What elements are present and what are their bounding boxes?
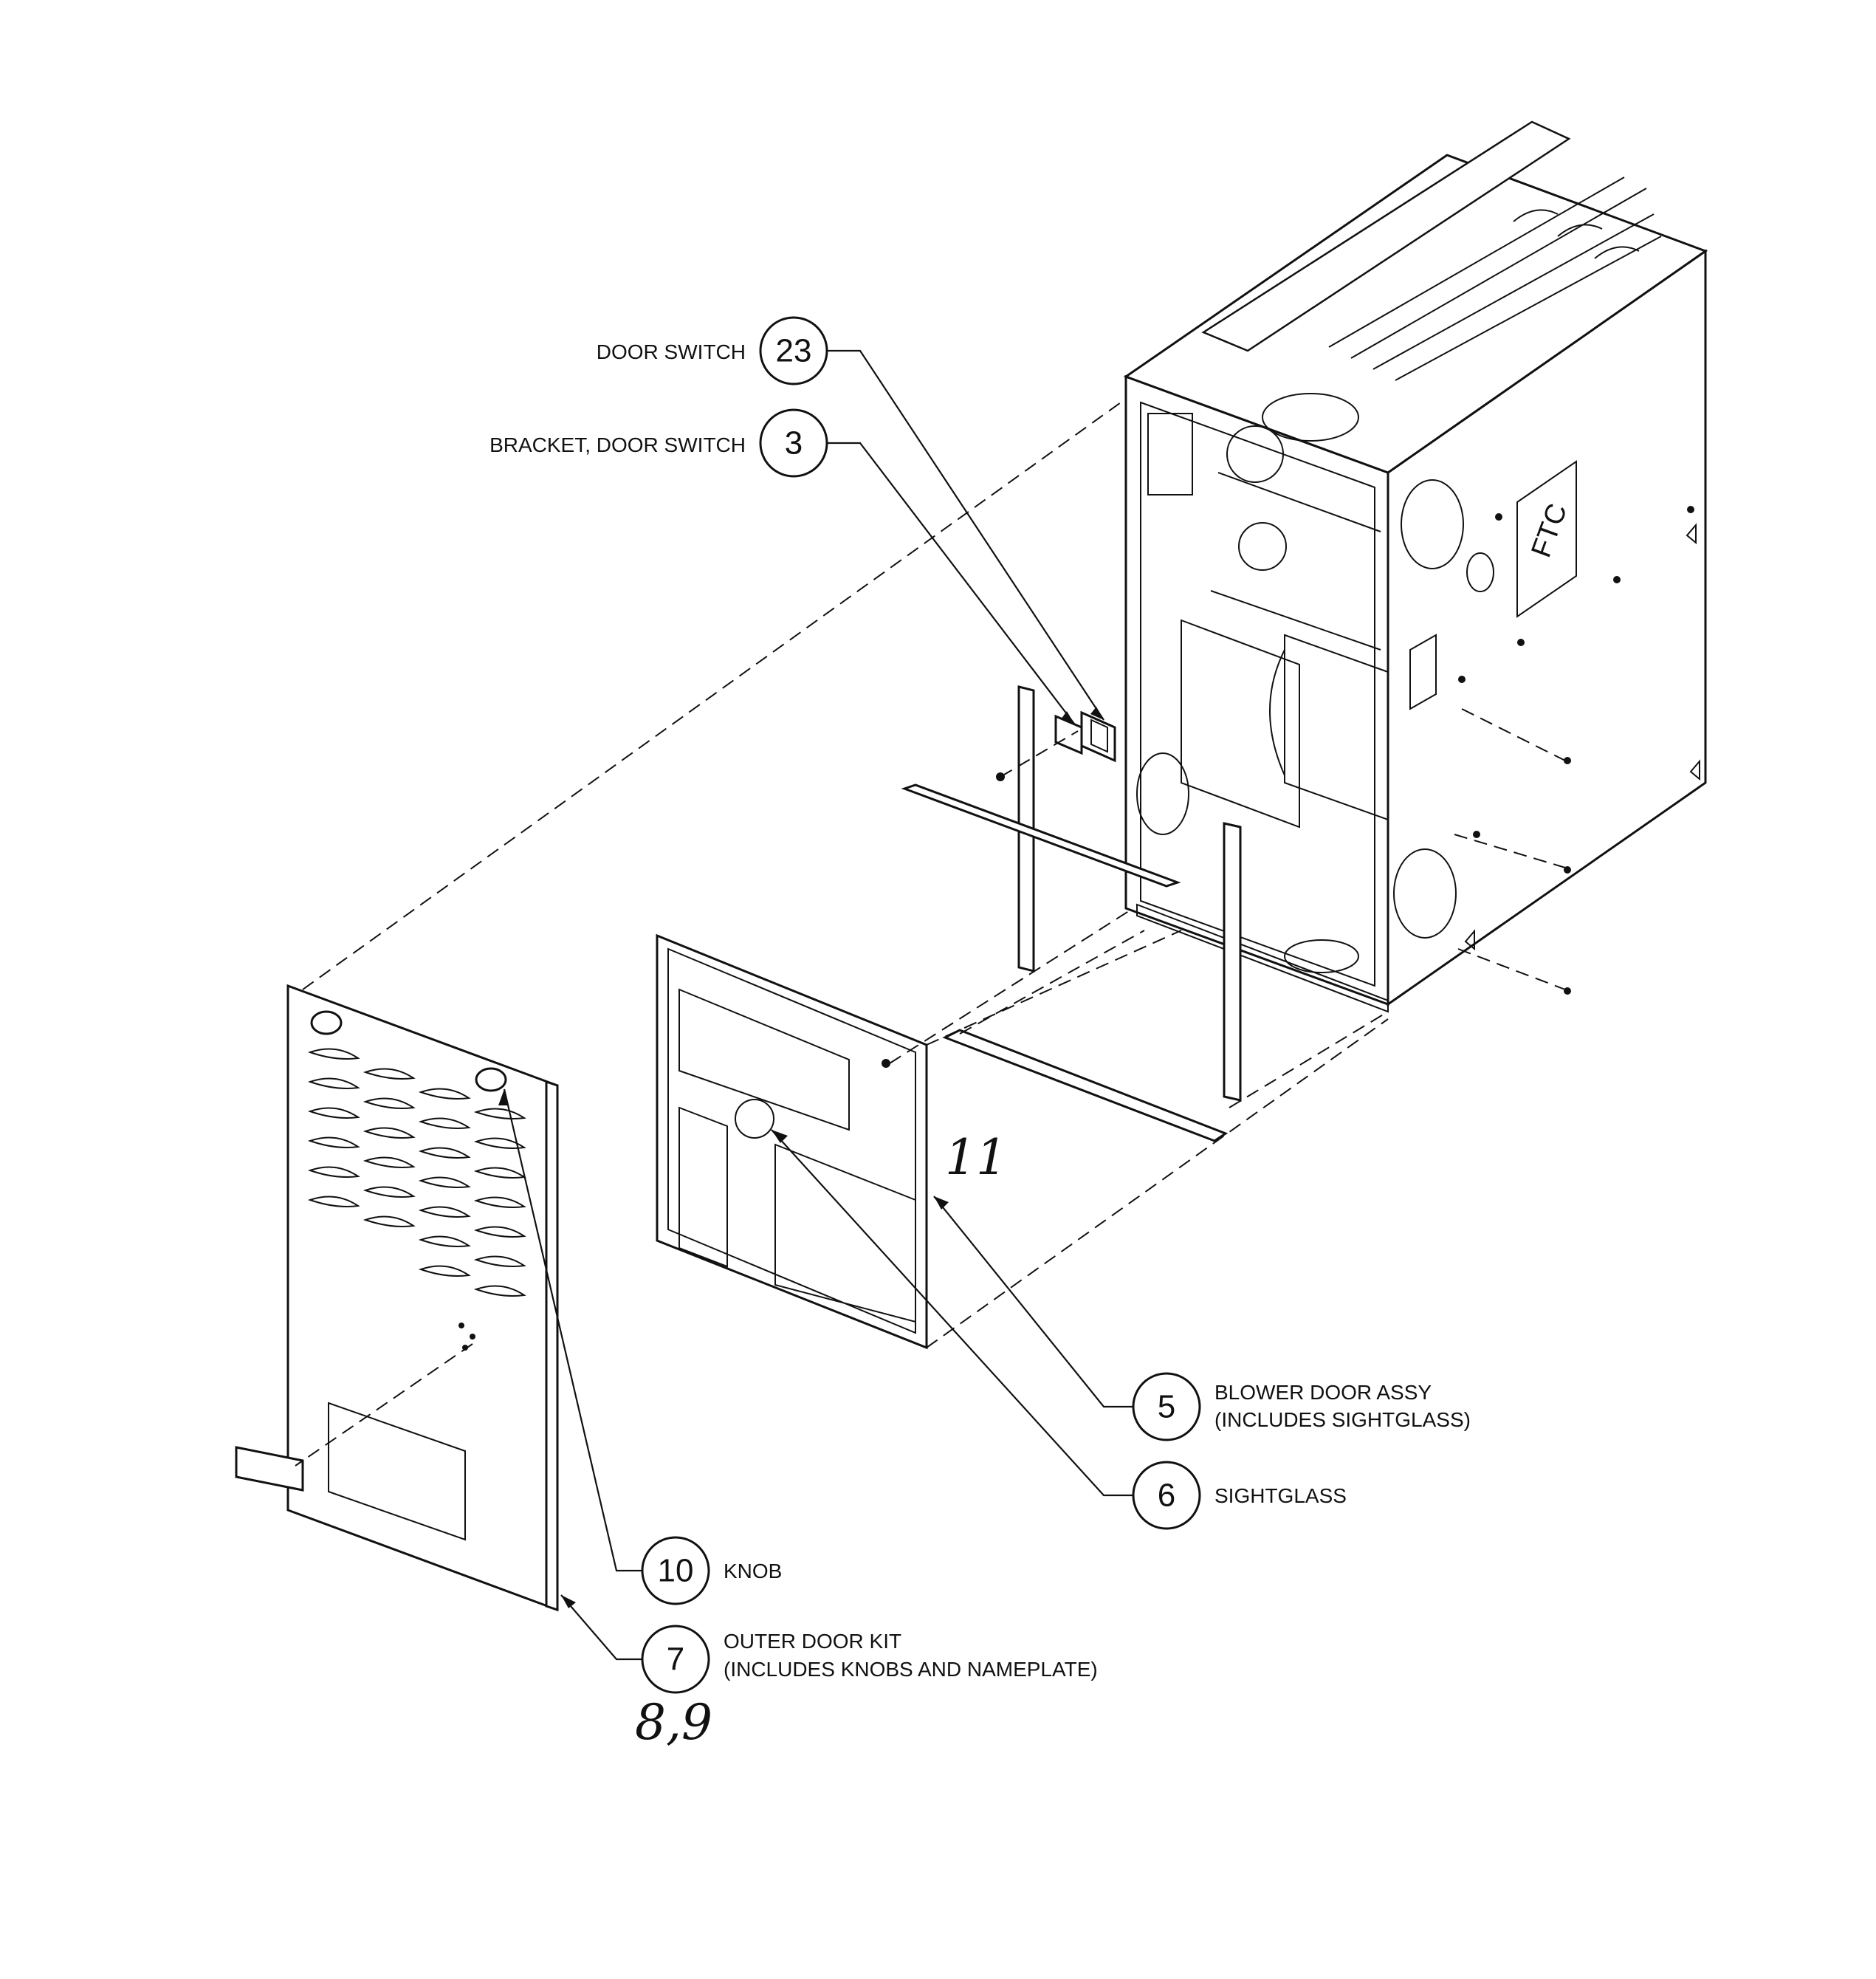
outer-door [235,984,559,1612]
louvers [307,1048,526,1297]
callout-6-number: 6 [1158,1478,1175,1514]
explode-lines [295,398,1566,1467]
callout-6: 6 SIGHTGLASS [771,1129,1347,1530]
callout-7-number: 7 [667,1642,684,1678]
knob-icon [310,1010,507,1092]
furnace-cabinet: FTC [1123,120,1708,1013]
callout-23: DOOR SWITCH 23 [597,316,1104,721]
handwritten-note-11: 11 [945,1129,1007,1186]
sightglass [735,1099,774,1139]
callout-3-number: 3 [785,425,803,462]
callout-7-label-line1: OUTER DOOR KIT [724,1630,901,1653]
callout-23-number: 23 [776,333,812,369]
callout-6-label: SIGHTGLASS [1214,1484,1347,1507]
callout-5-number: 5 [1158,1389,1175,1425]
callout-7: 7 OUTER DOOR KIT (INCLUDES KNOBS AND NAM… [560,1594,1098,1694]
callout-5: 5 BLOWER DOOR ASSY (INCLUDES SIGHTGLASS) [933,1196,1471,1441]
blower-door [656,933,928,1350]
handwritten-note-8-9: 8,9 [635,1694,712,1751]
callout-23-label: DOOR SWITCH [597,340,746,363]
callout-3-label: BRACKET, DOOR SWITCH [489,433,746,456]
callout-10: 10 KNOB [498,1088,782,1605]
callout-7-label-line2: (INCLUDES KNOBS AND NAMEPLATE) [724,1658,1098,1681]
callout-3: BRACKET, DOOR SWITCH 3 [489,408,1075,724]
door-switch-assembly [1054,710,1116,763]
callout-5-label-line2: (INCLUDES SIGHTGLASS) [1214,1408,1471,1431]
callout-10-number: 10 [658,1553,694,1589]
callout-10-label: KNOB [724,1560,782,1582]
callout-5-label-line1: BLOWER DOOR ASSY [1214,1381,1432,1404]
